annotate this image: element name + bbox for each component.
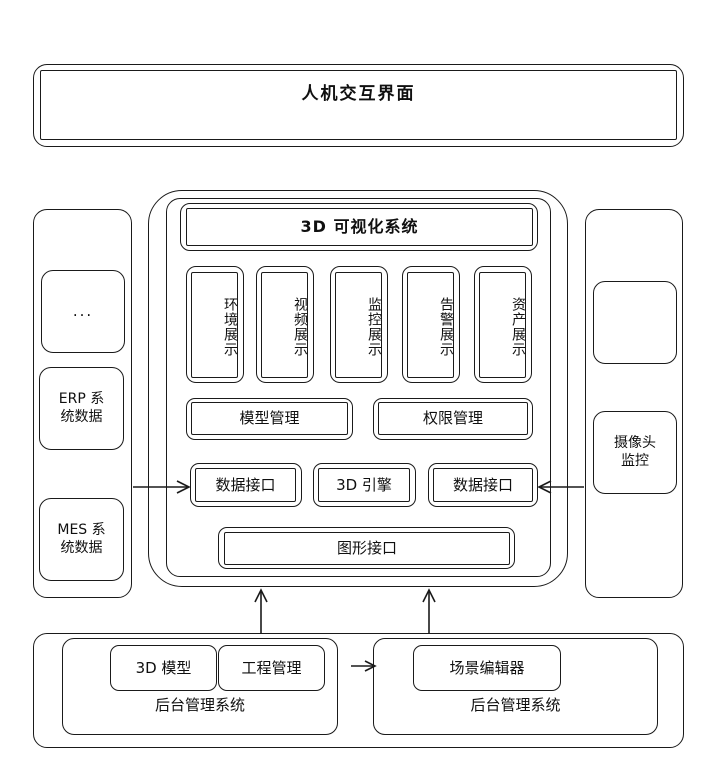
backoffice-project-management-box <box>218 645 325 691</box>
permission-management-inner <box>378 402 528 435</box>
data-interface-right-inner <box>433 468 533 502</box>
backoffice-model-3d-box <box>110 645 217 691</box>
model-management-inner <box>191 402 348 435</box>
data-source-erp-box <box>39 367 124 450</box>
backoffice-left-group <box>62 638 338 735</box>
platform-outer-container <box>148 190 568 587</box>
display-module-video-outer <box>256 266 314 383</box>
engine-3d-inner <box>318 468 410 502</box>
permission-management-outer <box>373 398 533 440</box>
sensor-empty-box <box>593 281 677 364</box>
display-module-video-inner <box>261 272 308 378</box>
data-interface-left-inner <box>195 468 296 502</box>
display-module-alarm-outer <box>402 266 460 383</box>
data-source-column <box>33 209 132 598</box>
graphics-interface-inner <box>224 532 510 565</box>
data-source-ellipsis-box <box>41 270 125 353</box>
display-module-environment-outer <box>186 266 244 383</box>
sensor-camera-box <box>593 411 677 494</box>
backoffice-scene-editor-box <box>413 645 561 691</box>
display-module-monitoring-outer <box>330 266 388 383</box>
visualization-system-inner <box>186 208 533 246</box>
sensor-column <box>585 209 683 598</box>
display-module-alarm-inner <box>407 272 454 378</box>
model-management-outer <box>186 398 353 440</box>
display-module-asset-outer <box>474 266 532 383</box>
hmi-outer-container <box>33 64 684 147</box>
display-module-environment-inner <box>191 272 238 378</box>
graphics-interface-outer <box>218 527 515 569</box>
platform-inner-container <box>166 198 551 577</box>
data-source-mes-box <box>39 498 124 581</box>
backoffice-right-group <box>373 638 658 735</box>
engine-3d-outer <box>313 463 416 507</box>
display-module-monitoring-inner <box>335 272 382 378</box>
visualization-system-outer <box>180 203 538 251</box>
arrow-backoffice-right-up <box>422 588 436 634</box>
backoffice-outer-container <box>33 633 684 748</box>
hmi-inner-panel <box>40 70 677 140</box>
arrow-backoffice-left-up <box>254 588 268 634</box>
display-module-asset-inner <box>479 272 526 378</box>
